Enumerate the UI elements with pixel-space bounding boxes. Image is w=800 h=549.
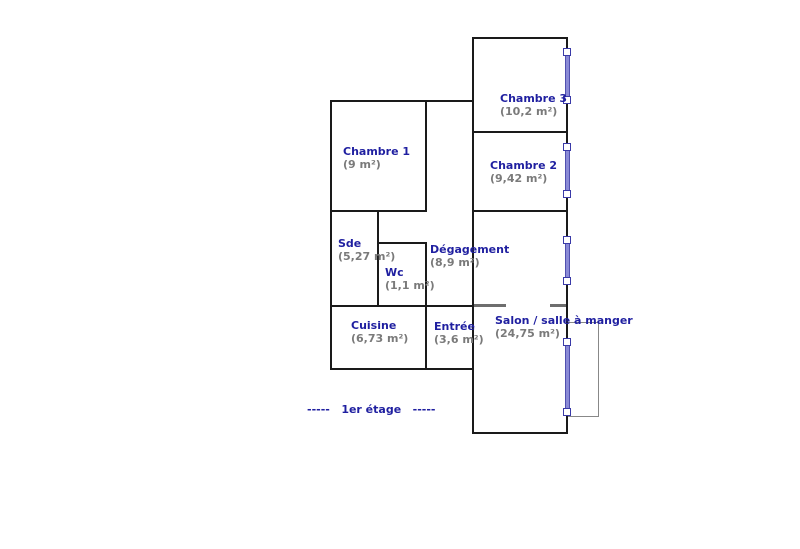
room-name: Cuisine [351, 319, 397, 332]
room-chambre-1[interactable]: Chambre 1 (9 m²) [343, 145, 410, 171]
window [565, 52, 570, 100]
balcony-outline [598, 322, 599, 416]
room-name: Entrée [434, 320, 475, 333]
room-cuisine[interactable]: Cuisine (6,73 m²) [351, 319, 408, 345]
room-wc[interactable]: Wc (1,1 m²) [385, 266, 435, 292]
window [565, 240, 570, 282]
window-handle[interactable] [563, 96, 571, 104]
room-area: (5,27 m²) [338, 250, 396, 263]
window-handle[interactable] [563, 408, 571, 416]
balcony-outline [568, 322, 599, 323]
wall [566, 37, 568, 434]
floor-label: ----- 1er étage ----- [307, 403, 436, 416]
window-handle[interactable] [563, 338, 571, 346]
room-name: Salon / salle à manger [495, 314, 633, 327]
room-name: Chambre 3 [500, 92, 568, 105]
wall [472, 210, 568, 212]
room-area: (9 m²) [343, 158, 381, 171]
window [565, 147, 570, 194]
window-handle[interactable] [563, 190, 571, 198]
wall [425, 100, 427, 212]
room-area: (24,75 m²) [495, 327, 560, 340]
room-name: Dégagement [430, 243, 510, 256]
room-area: (8,9 m²) [430, 256, 480, 269]
window [565, 342, 570, 412]
wall [472, 131, 568, 133]
room-area: (6,73 m²) [351, 332, 409, 345]
room-sde[interactable]: Sde (5,27 m²) [338, 237, 395, 263]
wall [472, 37, 568, 39]
room-name: Chambre 1 [343, 145, 411, 158]
room-name: Wc [385, 266, 404, 279]
room-salon[interactable]: Salon / salle à manger (24,75 m²) [495, 314, 633, 340]
wall [472, 37, 474, 434]
room-name: Sde [338, 237, 362, 250]
wall [330, 305, 473, 307]
window-handle[interactable] [563, 277, 571, 285]
room-name: Chambre 2 [490, 159, 558, 172]
door-opening [550, 304, 566, 307]
room-area: (9,42 m²) [490, 172, 548, 185]
room-degagement[interactable]: Dégagement (8,9 m²) [430, 243, 509, 269]
wall [330, 100, 332, 370]
window-handle[interactable] [563, 143, 571, 151]
room-chambre-3[interactable]: Chambre 3 (10,2 m²) [500, 92, 567, 118]
wall [377, 242, 427, 244]
wall [377, 210, 379, 307]
room-area: (3,6 m²) [434, 333, 484, 346]
room-chambre-2[interactable]: Chambre 2 (9,42 m²) [490, 159, 557, 185]
room-entree[interactable]: Entrée (3,6 m²) [434, 320, 484, 346]
wall [472, 432, 568, 434]
door-opening [474, 304, 506, 307]
window-handle[interactable] [563, 236, 571, 244]
window-handle[interactable] [563, 48, 571, 56]
wall [330, 368, 473, 370]
balcony-outline [568, 416, 599, 417]
wall [330, 100, 473, 102]
room-area: (10,2 m²) [500, 105, 558, 118]
room-area: (1,1 m²) [385, 279, 435, 292]
